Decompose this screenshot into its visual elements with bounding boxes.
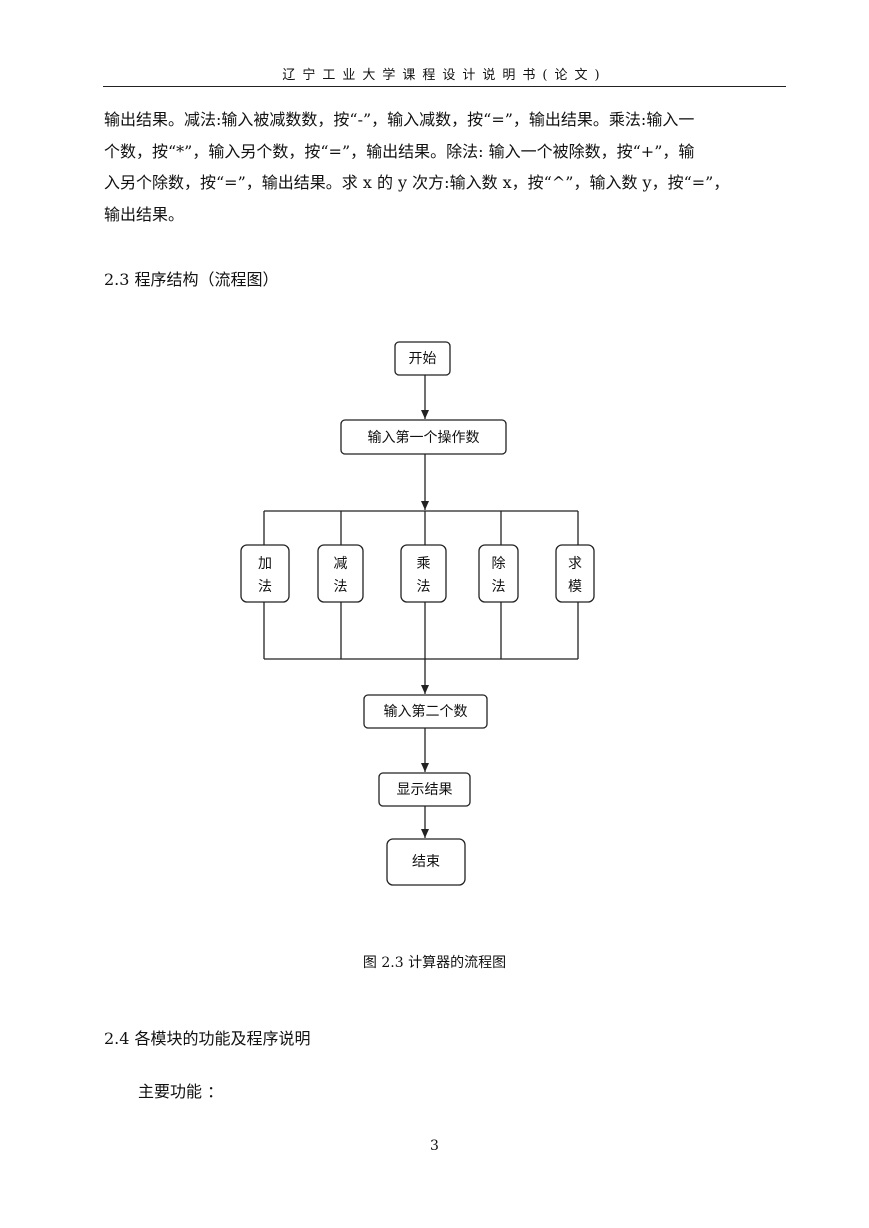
modulo-node-label-1: 求 bbox=[568, 556, 582, 572]
divide-node bbox=[478, 544, 519, 603]
modulo-node-label-2: 模 bbox=[568, 579, 582, 595]
modulo-node bbox=[555, 544, 595, 603]
add-node-label-1: 加 bbox=[258, 556, 272, 572]
section-heading-2-4: 2.4 各模块的功能及程序说明 bbox=[104, 1029, 311, 1048]
input-first-operand-node bbox=[340, 419, 507, 455]
header-rule bbox=[103, 86, 786, 87]
subtract-node-label-1: 减 bbox=[334, 556, 348, 572]
add-node-label-2: 法 bbox=[258, 579, 272, 595]
paragraph-line: 输出结果。 bbox=[104, 204, 185, 224]
multiply-node-label-1: 乘 bbox=[417, 556, 431, 572]
input-first-operand-label: 输入第一个操作数 bbox=[368, 429, 480, 446]
end-node bbox=[386, 838, 466, 886]
paragraph-line: 个数，按“*”，输入另个数，按“=”，输出结果。除法: 输入一个被除数，按“+”… bbox=[104, 141, 695, 161]
add-node bbox=[240, 544, 290, 603]
divide-node-label-1: 除 bbox=[492, 556, 506, 572]
divide-node-label-2: 法 bbox=[492, 579, 506, 595]
multiply-node bbox=[400, 544, 447, 603]
end-node-label: 结束 bbox=[412, 854, 440, 870]
start-node bbox=[394, 341, 451, 376]
body-paragraph: 输出结果。减法:输入被减数数，按“-”，输入减数，按“=”，输出结果。乘法:输入… bbox=[104, 104, 784, 230]
show-result-label: 显示结果 bbox=[397, 782, 453, 798]
paragraph-line: 输出结果。减法:输入被减数数，按“-”，输入减数，按“=”，输出结果。乘法:输入… bbox=[104, 110, 695, 129]
document-header: 辽宁工业大学课程设计说明书(论文) bbox=[282, 68, 607, 83]
multiply-node-label-2: 法 bbox=[417, 579, 431, 595]
input-second-operand-label: 输入第二个数 bbox=[384, 703, 468, 720]
figure-caption: 图 2.3 计算器的流程图 bbox=[362, 955, 507, 971]
main-functions-label: 主要功能 ： bbox=[138, 1082, 224, 1101]
start-node-label: 开始 bbox=[409, 351, 437, 367]
subtract-node-label-2: 法 bbox=[334, 579, 348, 595]
paragraph-line: 入另个除数，按“=”，输出结果。求 x 的 y 次方:输入数 x，按“^”，输入… bbox=[104, 173, 730, 192]
page-number: 3 bbox=[430, 1138, 439, 1154]
section-heading-2-3: 2.3 程序结构（流程图） bbox=[104, 270, 279, 289]
